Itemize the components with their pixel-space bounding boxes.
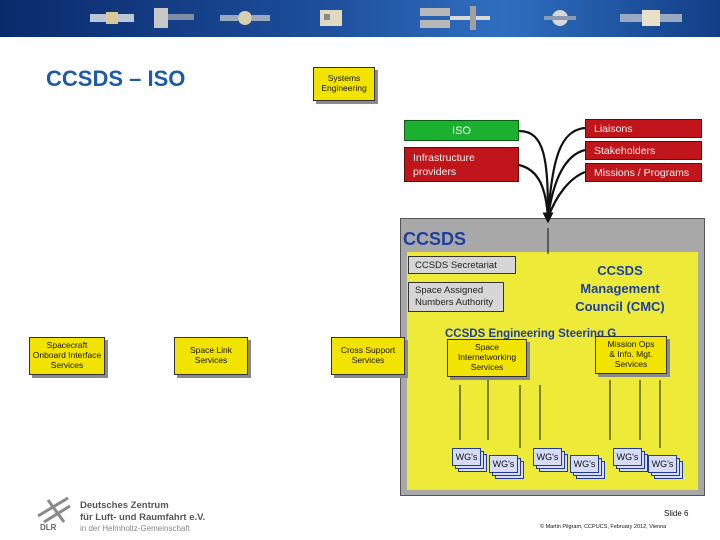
space-station-icon	[420, 6, 490, 30]
arrow-liaisons	[546, 126, 586, 219]
org-line-1: Deutsches Zentrum	[80, 500, 169, 511]
stakeholders-box: Stakeholders	[585, 141, 702, 160]
engineering-steering-group-label: CCSDS Engineering Steering G	[445, 328, 617, 340]
org-line-2: für Luft- und Raumfahrt e.V.	[80, 511, 206, 523]
arrow-iso	[518, 129, 554, 224]
arrow-infrastructure	[518, 163, 550, 219]
wg-stack: WG's	[613, 448, 648, 472]
wg-stack: WG's	[648, 455, 683, 479]
missions-programs-box: Missions / Programs	[585, 163, 702, 182]
space-link-services-box: Space Link Services	[174, 337, 248, 375]
wg-box: WG's	[613, 448, 642, 466]
org-line-3: in der Helmholtz-Gemeinschaft	[80, 523, 190, 533]
satellite-icon	[220, 11, 270, 25]
arrow-missions	[546, 170, 586, 219]
wg-box: WG's	[489, 455, 518, 473]
wg-box: WG's	[452, 448, 481, 466]
wg-stack: WG's	[452, 448, 487, 472]
credit-line: © Martin Pilgram, CCPUCS, February 2012,…	[540, 524, 667, 530]
wg-box: WG's	[533, 448, 562, 466]
wg-box: WG's	[648, 455, 677, 473]
wg-stack: WG's	[533, 448, 568, 472]
systems-engineering-box: Systems Engineering	[313, 67, 375, 101]
wg-stack: WG's	[489, 455, 524, 479]
satellite-icon	[544, 10, 576, 26]
mission-ops-services-box: Mission Ops & Info. Mgt. Services	[595, 336, 667, 374]
sana-box: Space Assigned Numbers Authority	[408, 282, 504, 312]
satellite-icon	[320, 10, 342, 26]
liaisons-box: Liaisons	[585, 119, 702, 138]
infrastructure-providers-box: Infrastructure providers	[404, 147, 519, 182]
ccsds-label: CCSDS	[403, 229, 467, 249]
page-title: CCSDS – ISO	[46, 66, 186, 91]
cmc-label: CCSDS Management Council (CMC)	[575, 262, 665, 315]
satellite-icon	[620, 10, 682, 26]
space-internetworking-services-box: Space Internetworking Services	[447, 339, 527, 377]
header-banner	[0, 0, 720, 37]
iso-box: ISO	[404, 120, 519, 141]
arrow-stakeholders	[546, 148, 586, 219]
wg-stack: WG's	[570, 455, 605, 479]
satellite-icon	[90, 12, 134, 24]
dlr-logo-icon: DLR	[37, 496, 71, 532]
spacecraft-onboard-interface-services-box: Spacecraft Onboard Interface Services	[29, 337, 105, 375]
satellite-icon	[154, 8, 194, 28]
slide-number: Slide 6	[664, 509, 689, 518]
dlr-org-name: Deutsches Zentrum für Luft- und Raumfahr…	[80, 500, 205, 534]
wg-box: WG's	[570, 455, 599, 473]
svg-text:DLR: DLR	[40, 523, 57, 532]
cross-support-services-box: Cross Support Services	[331, 337, 405, 375]
ccsds-secretariat-box: CCSDS Secretariat	[408, 256, 516, 274]
